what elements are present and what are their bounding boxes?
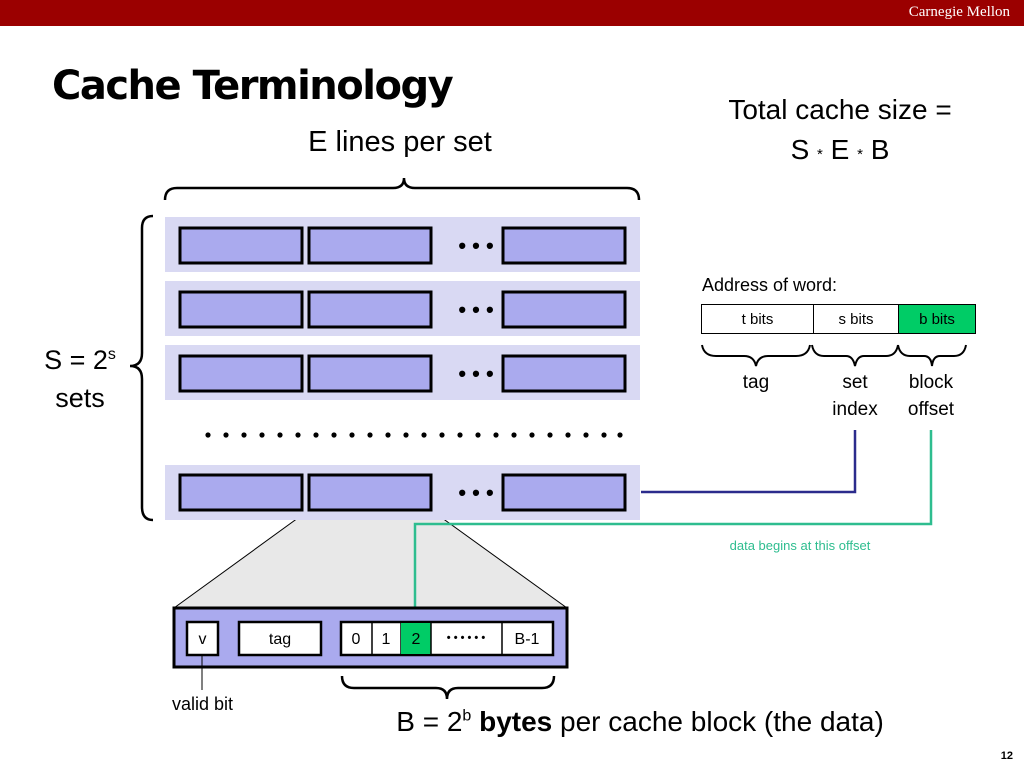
e-lines-brace: [163, 177, 641, 201]
brand-name: Carnegie Mellon: [908, 4, 1010, 20]
byte-last-label: B-1: [515, 631, 540, 648]
page-number: 12: [1000, 750, 1013, 762]
sets-ellipsis: [205, 432, 623, 438]
b-bits-field: b bits: [898, 304, 976, 334]
block-size-prefix: B = 2: [396, 706, 463, 737]
total-cache-size-line: Total cache size =: [728, 94, 952, 125]
sets-brace: [129, 214, 154, 522]
valid-bit-label: valid bit: [171, 694, 234, 714]
cache-set-1: • • •: [165, 217, 640, 272]
formula-e: E: [830, 134, 850, 165]
cache-set-2: • • •: [165, 281, 640, 336]
formula-times-1: *: [817, 146, 823, 163]
valid-cell-label: v: [199, 631, 207, 648]
byte-1-label: 1: [382, 631, 391, 648]
cache-line: [307, 354, 433, 393]
s-bits-field: s bits: [813, 304, 899, 334]
cache-line: [178, 226, 304, 265]
set-index-label-line2: index: [832, 399, 878, 420]
line-ellipsis: • • •: [458, 361, 493, 386]
tag-cell: [237, 620, 323, 657]
set-index-label-line1: set: [842, 372, 868, 393]
cache-line: [501, 354, 627, 393]
sets-formula-base: S = 2: [44, 345, 108, 375]
address-label: Address of word:: [702, 275, 838, 295]
sets-formula-exponent: s: [107, 346, 116, 363]
line-ellipsis: • • •: [458, 233, 493, 258]
block-size-suffix: per cache block (the data): [552, 706, 884, 737]
cache-line: [178, 354, 304, 393]
sets-label: S = 2s sets: [30, 336, 130, 417]
e-lines-label: E lines per set: [308, 126, 492, 158]
cache-line: [307, 226, 433, 265]
cache-set-3: • • •: [165, 345, 640, 400]
byte-ellipsis: • • • • • •: [447, 632, 486, 644]
formula-s: S: [790, 134, 810, 165]
tag-field-label: tag: [742, 372, 770, 393]
data-block: [339, 620, 555, 657]
cache-set-last: • • •: [165, 465, 640, 520]
total-cache-size: Total cache size = S * E * B: [700, 90, 980, 175]
byte-0-label: 0: [352, 631, 361, 648]
block-offset-label-line2: offset: [907, 399, 955, 420]
tag-cell-label: tag: [269, 631, 291, 648]
formula-times-2: *: [857, 146, 863, 163]
cache-line: [307, 290, 433, 329]
line-ellipsis: • • •: [458, 297, 493, 322]
block-offset-label: block offset: [881, 369, 981, 423]
cache-line: [178, 290, 304, 329]
formula-b: B: [870, 134, 890, 165]
block-bytes-brace: [340, 675, 556, 700]
line-ellipsis: • • •: [458, 480, 493, 505]
cache-line-detail: v tag 0 1 2 • • • • • • B-1: [172, 606, 569, 669]
set-index-label: set index: [805, 369, 905, 423]
sets-word: sets: [55, 383, 105, 413]
block-offset-label-line1: block: [908, 372, 954, 393]
address-brace-set: [811, 344, 899, 367]
byte-2-highlight: [401, 623, 431, 654]
sets-formula: S = 2s: [30, 336, 130, 379]
cache-line: [501, 473, 627, 512]
address-brace-block: [897, 344, 967, 367]
byte-2-label: 2: [412, 631, 421, 648]
address-brace-tag: [701, 344, 811, 367]
address-fields: t bits s bits b bits: [701, 304, 976, 334]
cache-line: [501, 226, 627, 265]
cache-line-selected: [307, 473, 433, 512]
t-bits-field: t bits: [701, 304, 814, 334]
cache-line: [501, 290, 627, 329]
set-index-connector: [641, 430, 857, 494]
header-bar: Carnegie Mellon: [0, 0, 1024, 26]
block-size-label: B = 2b bytes per cache block (the data): [360, 706, 920, 738]
block-size-bytes: bytes: [479, 706, 553, 737]
valid-cell: [185, 620, 220, 657]
cache-line: [178, 473, 304, 512]
total-cache-size-formula: S * E * B: [700, 130, 980, 175]
block-size-exponent: b: [462, 707, 472, 725]
offset-note: data begins at this offset: [729, 538, 871, 553]
slide-title: Cache Terminology: [52, 63, 454, 109]
block-offset-connector: [413, 430, 933, 628]
